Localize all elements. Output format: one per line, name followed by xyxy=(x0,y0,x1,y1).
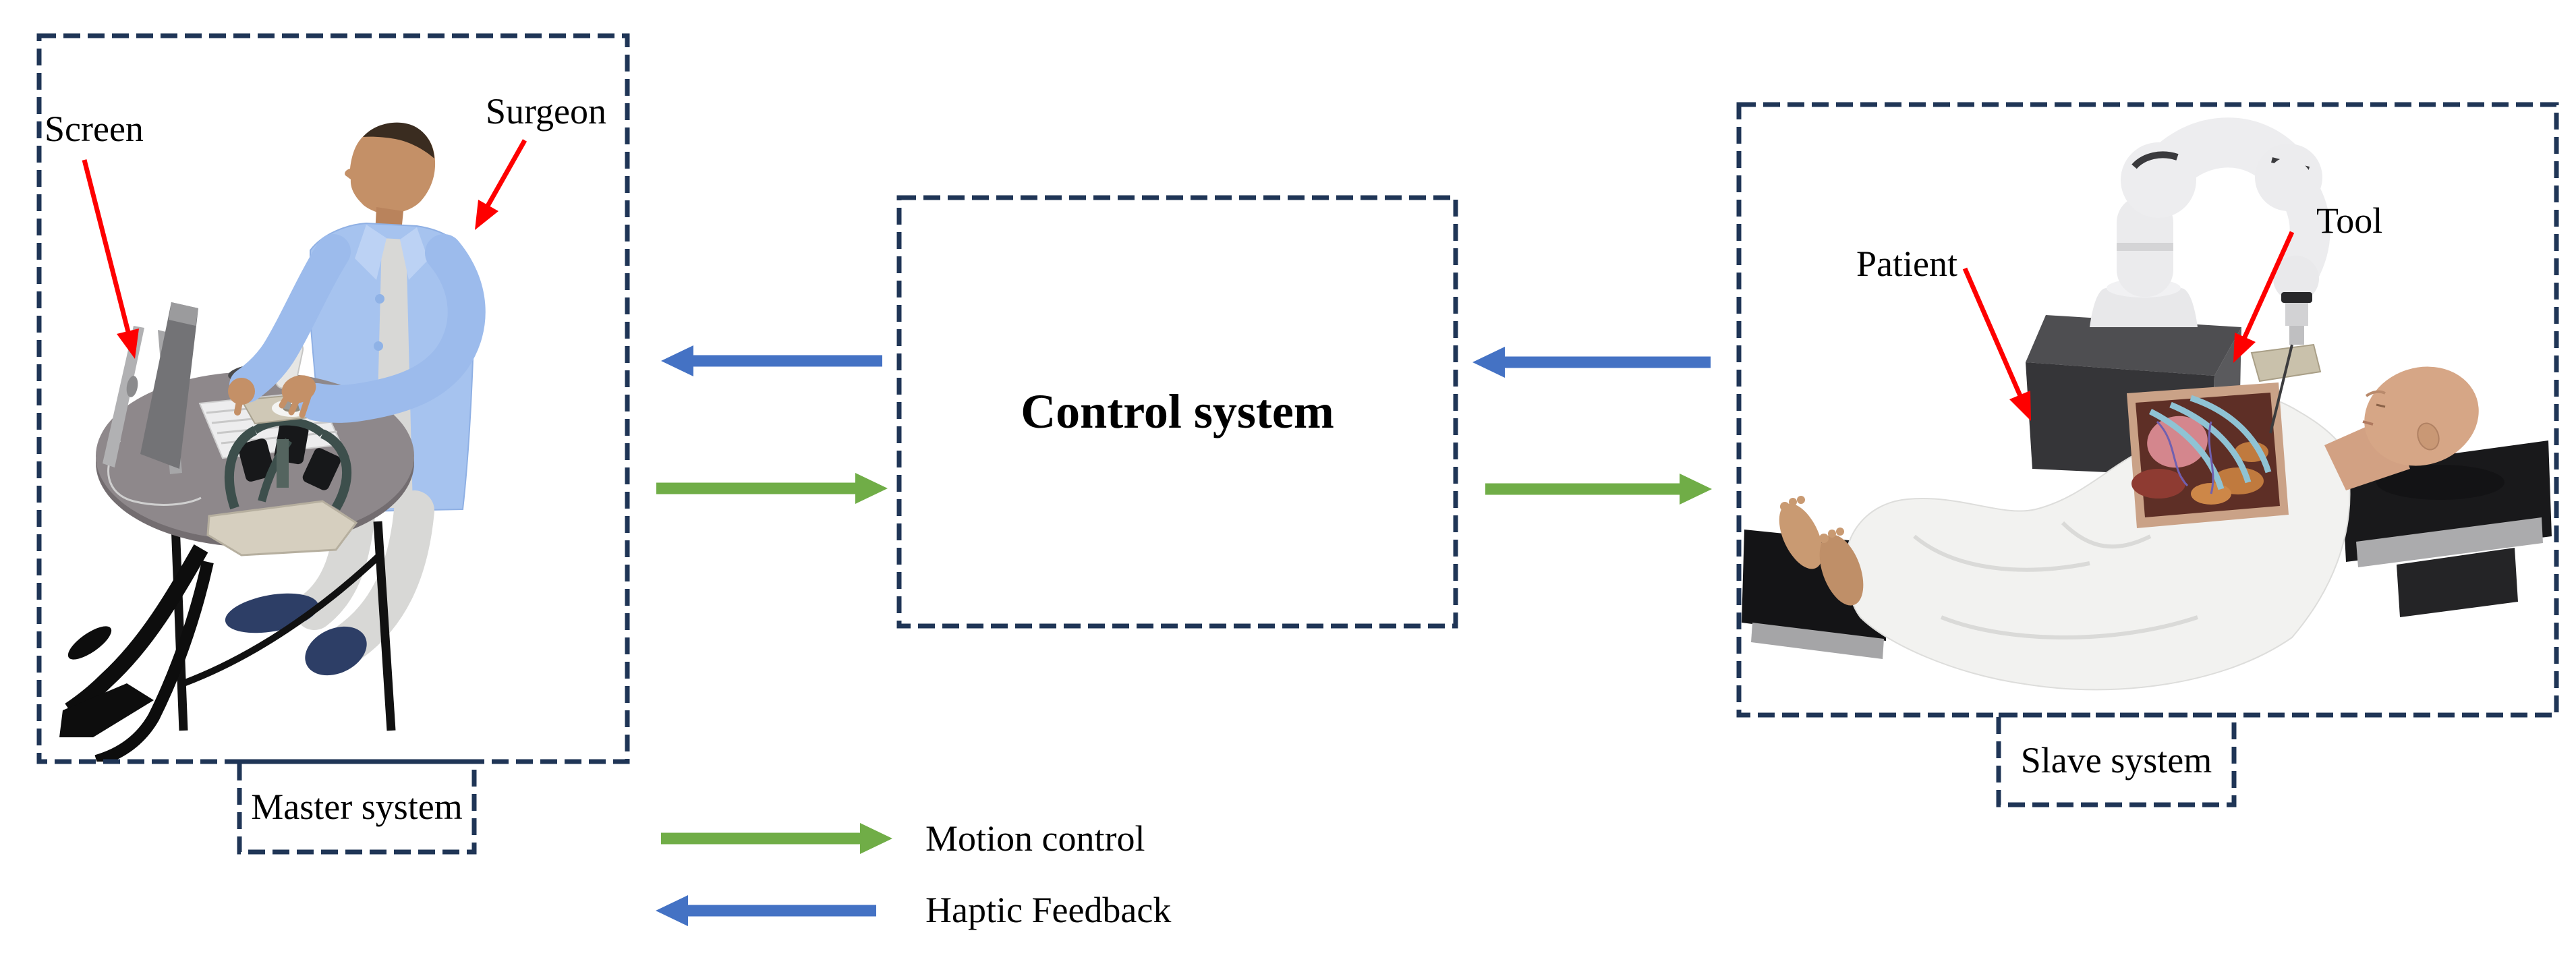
slave-system-title: Slave system xyxy=(2020,739,2212,780)
patient-head-group xyxy=(2324,366,2505,500)
legend-haptic-feedback-arrow xyxy=(656,895,876,926)
legend-motion-control-label: Motion control xyxy=(925,818,1145,859)
legend-motion-control-arrow xyxy=(661,823,892,854)
tool-holder xyxy=(2289,326,2304,345)
robot-arm xyxy=(2090,117,2330,345)
patient-annotation-label: Patient xyxy=(1856,244,1957,284)
robot-ring-detail xyxy=(2117,243,2173,251)
haptic-feedback-arrow-slave-to-control xyxy=(1472,347,1711,378)
surgeon-finger xyxy=(234,388,245,416)
legend-haptic-feedback-label: Haptic Feedback xyxy=(925,890,1172,930)
motion-control-arrow-master-to-control xyxy=(656,473,888,504)
liver xyxy=(2131,469,2185,499)
screen-annotation-label: Screen xyxy=(45,109,144,149)
master-system-title: Master system xyxy=(251,787,463,827)
control-system-title: Control system xyxy=(1021,385,1334,438)
motion-control-arrow-control-to-slave xyxy=(1485,474,1712,505)
haptic-column xyxy=(277,439,289,488)
slave-robot-illustration xyxy=(1742,117,2552,691)
robot-flange xyxy=(2285,303,2308,326)
table-leg-left xyxy=(171,523,188,731)
haptic-feedback-arrow-control-to-master xyxy=(661,345,882,376)
tool-mount-plate xyxy=(2250,343,2322,382)
tool-annotation-label: Tool xyxy=(2316,200,2383,241)
incision-window xyxy=(2127,382,2289,528)
robot-flange-ring xyxy=(2281,292,2312,303)
strap-end xyxy=(67,626,112,660)
surgeon-annotation-label: Surgeon xyxy=(486,91,607,132)
